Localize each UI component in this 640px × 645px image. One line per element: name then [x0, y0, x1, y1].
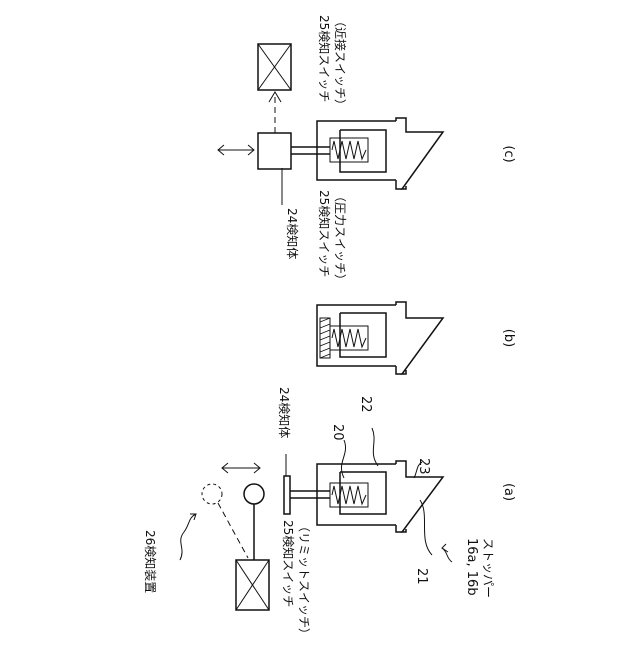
figure-a-ref-20: 20 [330, 424, 345, 441]
figure-a-stopper-name: ストッパー [481, 538, 495, 598]
figure-c-signal-arrow [269, 92, 281, 133]
figure-a-detector-body [284, 476, 330, 514]
figure-a-indicator-box [236, 560, 269, 610]
figure-a-movement-arrow [222, 463, 260, 473]
figure-a-limit-switch-lever [202, 484, 264, 560]
figure-a-switch-type-label: （リミットスイッチ） [297, 520, 311, 640]
figure-a: (a) 21 20 22 23 16a, 16b ストッパー 24検知体 25検… [143, 387, 516, 640]
figure-c-detection-switch-label: 25検知スイッチ [317, 15, 331, 102]
figure-c-detector-body [258, 133, 291, 169]
figure-a-ref-23: 23 [416, 458, 431, 475]
figure-c-movement-arrow [218, 145, 254, 155]
figure-b-stopper [317, 302, 443, 374]
figure-a-panel-label: (a) [501, 483, 516, 501]
figure-c-switch-type-label: （近接スイッチ） [333, 15, 348, 111]
figure-a-detection-switch-label: 25検知スイッチ [281, 520, 295, 607]
figure-a-detection-device-label: 26検知装置 [143, 530, 157, 593]
figure-c-panel-label: (c) [501, 145, 516, 162]
figure-b-switch-type-label: （圧力スイッチ） [333, 190, 347, 286]
figure-a-detector-body-label: 24検知体 [277, 387, 291, 438]
figure-a-ref-21: 21 [414, 568, 429, 585]
figure-b-panel-label: (b) [501, 329, 516, 347]
figure-c: (c) 25検知スイッチ （近接スイッチ） 24検知体 [218, 15, 516, 259]
figure-a-ref-22: 22 [358, 396, 373, 413]
figure-b-detection-switch-label: 25検知スイッチ [317, 190, 331, 277]
figure-c-indicator-box [258, 44, 291, 90]
figure-a-stopper-ref: 16a, 16b [464, 538, 479, 596]
figure-c-detector-body-label: 24検知体 [285, 208, 299, 259]
figure-b: (b) 25検知スイッチ （圧力スイッチ） [317, 190, 516, 374]
figure-c-stopper [317, 118, 443, 189]
